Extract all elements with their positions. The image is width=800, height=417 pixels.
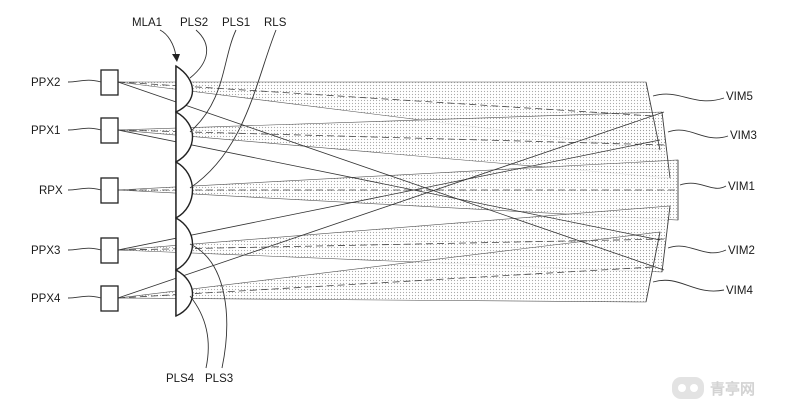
leader-vim4 bbox=[652, 279, 725, 292]
vim3-plane bbox=[661, 111, 671, 179]
leader-pls2 bbox=[189, 29, 208, 79]
label-ppx2: PPX2 bbox=[31, 77, 60, 89]
label-vim5: VIM5 bbox=[726, 91, 753, 103]
label-ppx3: PPX3 bbox=[31, 245, 60, 257]
label-mla1: MLA1 bbox=[132, 17, 162, 29]
ray-3 bbox=[117, 139, 661, 251]
label-vim4: VIM4 bbox=[726, 285, 753, 297]
chief-ray-ppx2 bbox=[117, 81, 654, 117]
leader-mla1 bbox=[159, 29, 177, 57]
label-ppx1: PPX1 bbox=[31, 125, 60, 137]
leader-vim5 bbox=[652, 93, 725, 102]
pixel-ppx1 bbox=[100, 117, 119, 144]
leader-ppx4 bbox=[67, 295, 102, 299]
text-labels: MLA1 PLS2 PLS1 RLS PPX2 PPX1 RPX PPX3 PP… bbox=[31, 17, 757, 385]
label-pls1: PLS1 bbox=[222, 17, 250, 29]
vr-headset-logo-icon bbox=[672, 377, 704, 399]
leader-lines bbox=[67, 29, 729, 369]
label-ppx4: PPX4 bbox=[31, 293, 61, 305]
label-vim2: VIM2 bbox=[728, 245, 755, 257]
pixel-ppx2 bbox=[100, 69, 119, 96]
lens-rpx bbox=[175, 160, 194, 220]
leader-vim1 bbox=[679, 182, 727, 189]
leader-pls1 bbox=[189, 29, 237, 133]
micro-lens-array bbox=[175, 64, 194, 318]
ray-4 bbox=[117, 111, 665, 299]
label-vim1: VIM1 bbox=[728, 181, 755, 193]
ray-2 bbox=[117, 129, 661, 241]
leader-vim2 bbox=[667, 245, 727, 254]
light-beams bbox=[117, 81, 679, 303]
leader-rls bbox=[189, 29, 277, 189]
watermark: 青亭网 bbox=[672, 377, 755, 399]
chief-ray-ppx3 bbox=[117, 238, 667, 251]
leader-ppx1 bbox=[67, 127, 102, 131]
pixels bbox=[100, 69, 119, 312]
ray-1 bbox=[117, 81, 665, 271]
label-pls3: PLS3 bbox=[205, 373, 233, 385]
label-rpx: RPX bbox=[39, 185, 63, 197]
leader-vim3 bbox=[667, 129, 729, 139]
label-rls: RLS bbox=[264, 17, 287, 29]
watermark-text: 青亭网 bbox=[710, 380, 755, 398]
label-pls2: PLS2 bbox=[180, 17, 208, 29]
pixel-rpx bbox=[100, 177, 119, 204]
pixel-ppx3 bbox=[100, 237, 119, 264]
chief-ray-ppx4 bbox=[117, 266, 654, 299]
vim4-plane bbox=[645, 231, 661, 303]
lens-ppx4 bbox=[175, 268, 193, 318]
leader-rpx bbox=[67, 187, 102, 191]
label-pls4: PLS4 bbox=[166, 373, 195, 385]
leader-pls4 bbox=[189, 295, 209, 369]
pixel-ppx4 bbox=[100, 285, 119, 312]
crossing-rays bbox=[117, 81, 665, 299]
leader-pls3 bbox=[189, 243, 228, 369]
lens-ppx2 bbox=[175, 64, 193, 114]
mla1-arrowhead bbox=[172, 54, 180, 62]
label-vim3: VIM3 bbox=[730, 130, 757, 142]
leader-ppx2 bbox=[67, 79, 102, 83]
leader-ppx3 bbox=[67, 247, 102, 251]
lens-ppx1 bbox=[175, 110, 193, 164]
vim2-plane bbox=[661, 205, 671, 273]
